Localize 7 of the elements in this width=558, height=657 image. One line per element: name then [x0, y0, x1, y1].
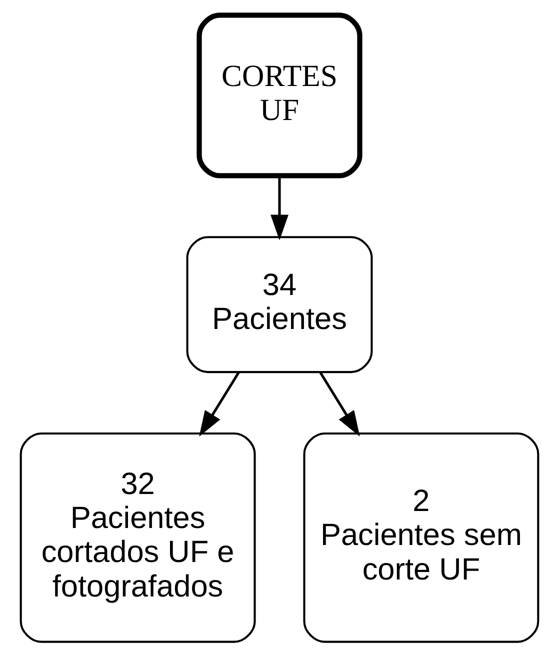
arrow: [198, 371, 240, 437]
node-box: 32 Pacientes cortados UF e fotografados: [19, 432, 256, 643]
node-box: CORTES UF: [196, 12, 362, 178]
arrow: [270, 176, 288, 240]
node-box: 34 Pacientes: [186, 236, 372, 374]
arrow: [318, 371, 360, 437]
node-box: 2 Pacientes sem corte UF: [302, 432, 539, 643]
